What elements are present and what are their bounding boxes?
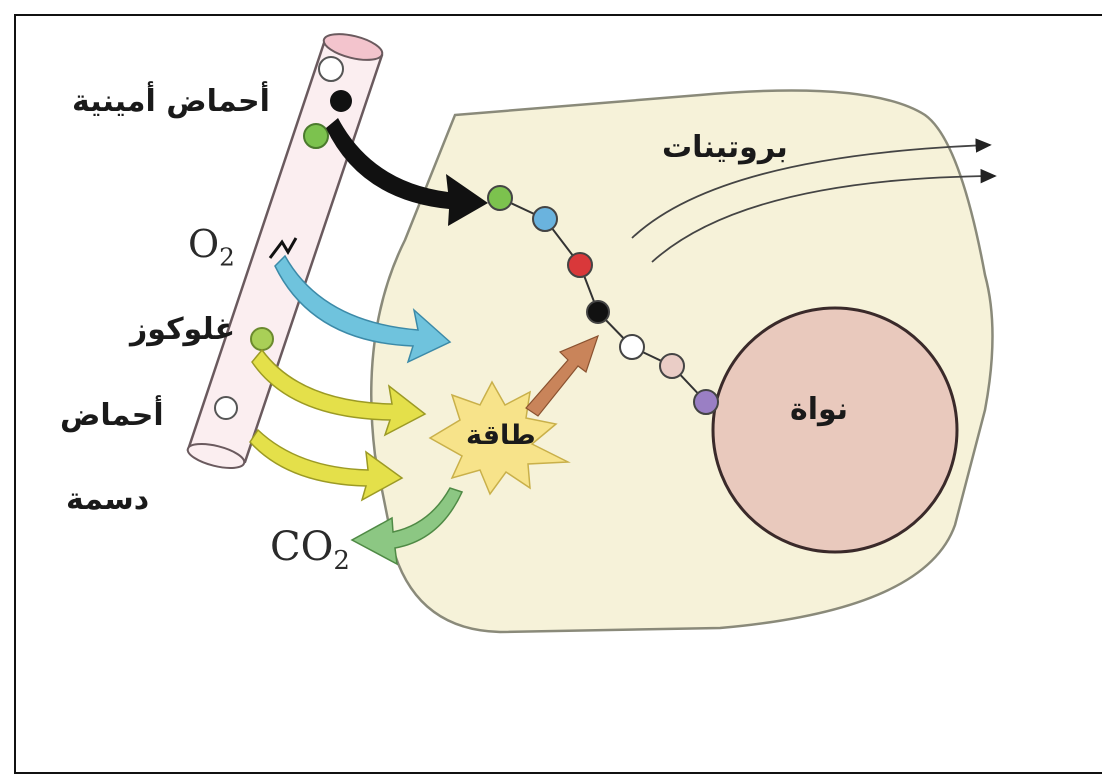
protein-export-line	[651, 168, 997, 263]
chain-bead	[567, 252, 593, 278]
capillary	[186, 33, 384, 469]
fatty-acid-arrow	[249, 428, 404, 502]
label-co2-base: CO	[270, 524, 334, 570]
polypeptide-chain	[487, 185, 719, 415]
label-oxygen-base: O	[188, 222, 220, 266]
oxygen-squiggle-icon	[268, 237, 298, 259]
nucleus	[711, 306, 959, 554]
chain-bead	[487, 185, 513, 211]
label-nucleus: نواة	[790, 392, 849, 427]
energy-arrow	[525, 334, 599, 417]
label-carbon-dioxide: CO2	[270, 524, 350, 576]
cell-diagram	[186, 33, 997, 634]
label-amino-acids: أحماض أمينية	[72, 84, 270, 119]
diagram-frame: أحماض أمينية O2 غلوكوز أحماض دسمة CO2 بر…	[14, 14, 1102, 774]
chain-bead	[659, 353, 685, 379]
label-fatty-acids-2: دسمة	[66, 482, 150, 517]
co2-arrow	[350, 487, 464, 566]
label-fatty-acids-1: أحماض	[60, 398, 164, 433]
label-oxygen-sub: 2	[219, 242, 235, 272]
glucose-arrow	[251, 348, 427, 437]
amino-acid-bead	[318, 56, 344, 82]
chain-bead	[586, 300, 610, 324]
amino-acid-arrow	[326, 118, 488, 226]
label-proteins: بروتينات	[662, 130, 788, 165]
label-energy: طاقة	[466, 420, 536, 451]
protein-export-line	[631, 138, 992, 239]
amino-acid-bead	[303, 123, 329, 149]
glucose-bead	[250, 327, 274, 351]
label-glucose: غلوكوز	[130, 312, 236, 347]
energy-burst	[428, 380, 571, 496]
amino-acid-bead	[330, 90, 352, 112]
oxygen-arrow	[274, 254, 452, 364]
label-oxygen: O2	[188, 222, 235, 272]
label-co2-sub: 2	[333, 546, 350, 576]
chain-bead	[693, 389, 719, 415]
chain-bead	[532, 206, 558, 232]
fatty-acid-bead	[214, 396, 238, 420]
chain-bead	[619, 334, 645, 360]
